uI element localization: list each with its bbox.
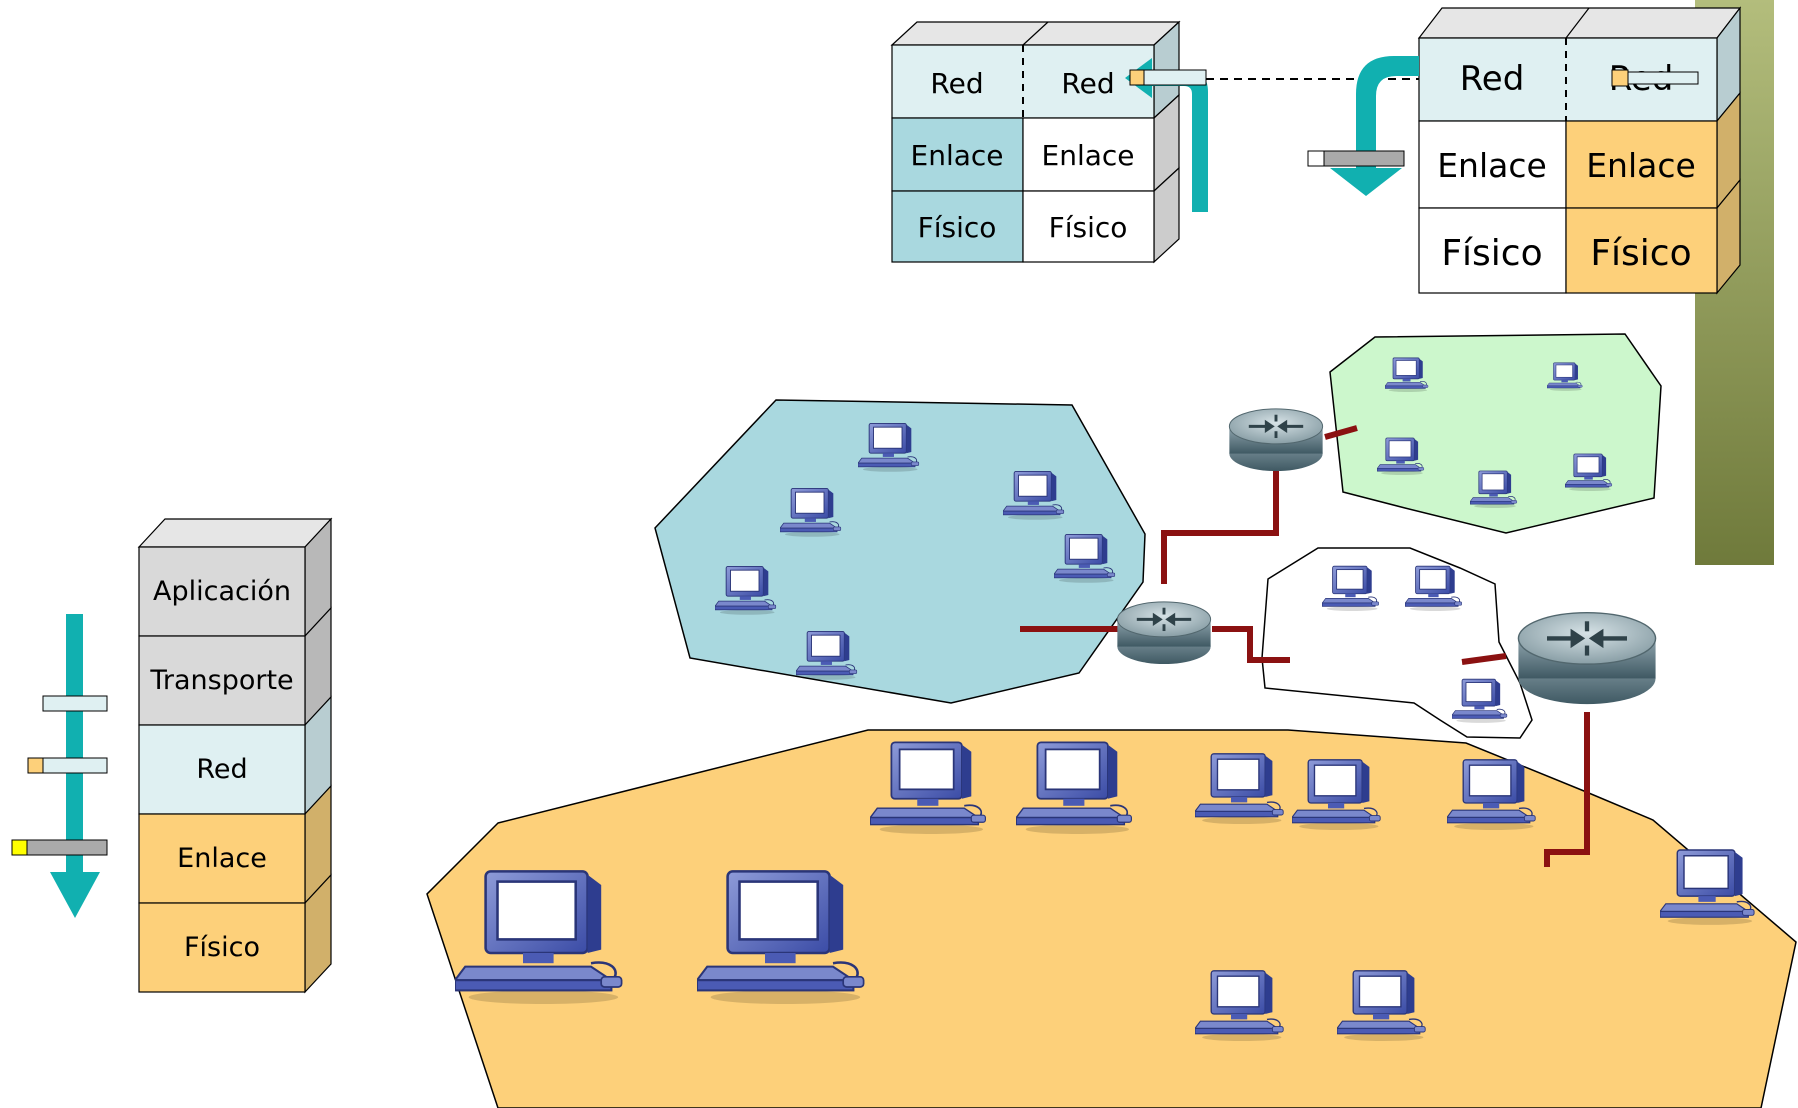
router-stack-label: Red: [1061, 67, 1114, 100]
host-layer-enlace: [138, 813, 306, 904]
white-network: [1261, 547, 1533, 739]
host-layer-label: Aplicación: [153, 576, 291, 607]
host-layer-label: Red: [196, 754, 247, 785]
packet-icon: [1307, 150, 1405, 167]
packet-icon: [1611, 69, 1699, 87]
packet-icon: [42, 695, 108, 712]
router-stack-label: Físico: [918, 211, 997, 244]
host-layer-label: Físico: [184, 932, 260, 963]
router-stack-label: Físico: [1049, 211, 1128, 244]
down-curved-arrow-icon: [1330, 56, 1419, 196]
router-icon: [1518, 613, 1655, 704]
router-stack: Red Red Enlace Enlace Físico Físico: [890, 20, 1181, 264]
host-stack: Aplicación Transporte Red Enlace Físico: [137, 517, 333, 994]
host-layer-red: [138, 724, 306, 815]
host-layer-label: Enlace: [177, 843, 267, 874]
router-stack-label: Enlace: [911, 139, 1004, 172]
router-icon: [1115, 600, 1213, 666]
router-icon: [1227, 407, 1325, 473]
packet-icon: [27, 757, 108, 774]
host-layer-fisico: [138, 902, 306, 993]
down-arrow-icon: [50, 614, 100, 918]
right-stack-label: Físico: [1441, 233, 1542, 274]
link-lines: [1020, 425, 1590, 867]
host-layer-aplicacion: [138, 546, 306, 637]
right-stack-label: Físico: [1590, 233, 1691, 274]
right-stack-label: Enlace: [1437, 146, 1547, 185]
router-stack-label: Red: [930, 67, 983, 100]
right-stack-label: Enlace: [1586, 146, 1696, 185]
packet-icon: [11, 839, 108, 856]
router-stack-label: Enlace: [1042, 139, 1135, 172]
right-stack: Red Red Enlace Enlace Físico Físico: [1417, 6, 1742, 295]
orange-network: [426, 729, 1797, 1108]
right-stack-label: Red: [1460, 59, 1525, 99]
host-layer-label: Transporte: [149, 665, 293, 696]
packet-icon: [1129, 69, 1207, 86]
